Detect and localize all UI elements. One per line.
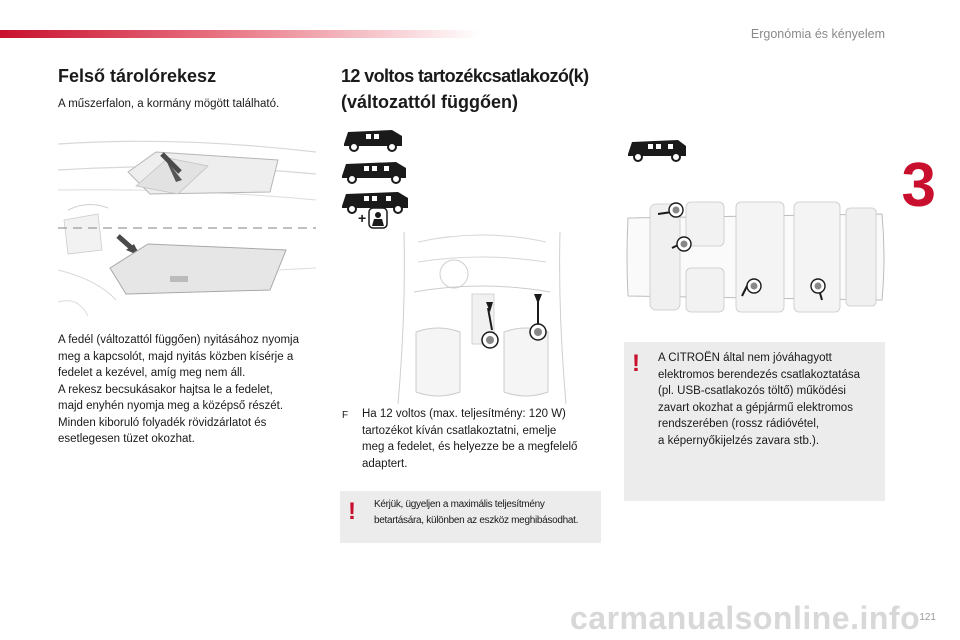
watermark: carmanualsonline.info <box>570 600 921 636</box>
section-title: Ergonómia és kényelem <box>750 27 885 41</box>
power-warning-box <box>340 491 601 543</box>
van-long-icon <box>628 140 686 162</box>
storage-instructions: A fedél (változattól függően) nyitásához… <box>58 332 299 448</box>
electrical-warning-text: A CITROËN által nem jóváhagyott elektrom… <box>658 350 860 449</box>
vehicle-top-view-sockets-illustration <box>624 188 886 326</box>
socket-12v-icon <box>668 202 684 218</box>
dashboard-storage-illustration <box>58 130 316 320</box>
storage-instructions-line: Minden kiboruló folyadék rövidzárlatot é… <box>58 416 267 429</box>
electrical-warning-line: rendszerében (rossz rádióvétel, <box>658 418 820 430</box>
header-accent-bar <box>0 30 480 38</box>
storage-instructions-line: A rekesz becsukásakor hajtsa le a fedele… <box>58 383 273 396</box>
van-medium-icon <box>342 162 406 184</box>
socket-instructions-line: tartozékot kíván csatlakoztatni, emelje <box>362 424 557 437</box>
socket-12v-icon <box>676 236 692 252</box>
storage-instructions-line: fedelet a kezével, amíg meg nem áll. <box>58 367 246 379</box>
power-warning-line: Kérjük, ügyeljen a maximális teljesítmén… <box>374 499 545 510</box>
power-warning-line: betartására, különben az eszköz meghibás… <box>374 515 579 526</box>
front-console-socket-illustration <box>388 232 576 404</box>
electrical-warning-line: zavart okozhat a gépjármű elektromos <box>658 401 853 414</box>
socket-instructions-line: meg a fedelet, és helyezze be a megfelel… <box>362 441 578 453</box>
van-short-icon <box>344 130 402 152</box>
vehicle-variant-icons: + <box>342 130 408 229</box>
svg-text:+: + <box>358 210 366 226</box>
warning-exclamation-icon: ! <box>632 350 640 377</box>
bullet-marker-icon: F <box>342 410 349 421</box>
socket-instructions: Ha 12 voltos (max. teljesítmény: 120 W) … <box>362 406 577 472</box>
electrical-warning-line: A CITROËN által nem jóváhagyott <box>658 352 832 364</box>
socket-title-line1: 12 voltos tartozékcsatlakozó(k) <box>341 66 589 86</box>
socket-title-line2: (változattól függően) <box>341 92 518 112</box>
storage-location: A műszerfalon, a kormány mögött találhat… <box>58 98 280 110</box>
storage-instructions-line: majd enyhén nyomja meg a középső részét. <box>58 400 284 412</box>
van-long-icon <box>342 192 408 214</box>
storage-instructions-line: meg a kapcsolót, majd nyitás közben kísé… <box>58 350 294 363</box>
socket-instructions-line: Ha 12 voltos (max. teljesítmény: 120 W) <box>362 408 566 420</box>
socket-12v-icon <box>481 331 499 349</box>
warning-exclamation-icon: ! <box>348 498 356 525</box>
power-warning-text: Kérjük, ügyeljen a maximális teljesítmén… <box>374 497 578 529</box>
plus-driver-icon: + <box>358 207 388 229</box>
storage-instructions-line: A fedél (változattól függően) nyitásához… <box>58 334 300 346</box>
electrical-warning-line: elektromos berendezés csatlakoztatása <box>658 368 860 381</box>
storage-title: Felső tárolórekesz <box>58 66 217 86</box>
socket-12v-icon <box>529 323 547 341</box>
storage-instructions-line: esetlegesen tüzet okozhat. <box>58 433 195 445</box>
socket-12v-icon <box>746 278 762 294</box>
page-number: 121 <box>919 612 936 623</box>
electrical-warning-line: (pl. USB-csatlakozós töltő) működési <box>658 385 846 397</box>
chapter-number: 3 <box>901 151 936 220</box>
socket-instructions-line: adaptert. <box>362 457 408 470</box>
electrical-warning-box <box>624 342 885 501</box>
electrical-warning-line: a képernyőkijelzés zavara stb.). <box>658 434 820 447</box>
socket-12v-icon <box>810 278 826 294</box>
